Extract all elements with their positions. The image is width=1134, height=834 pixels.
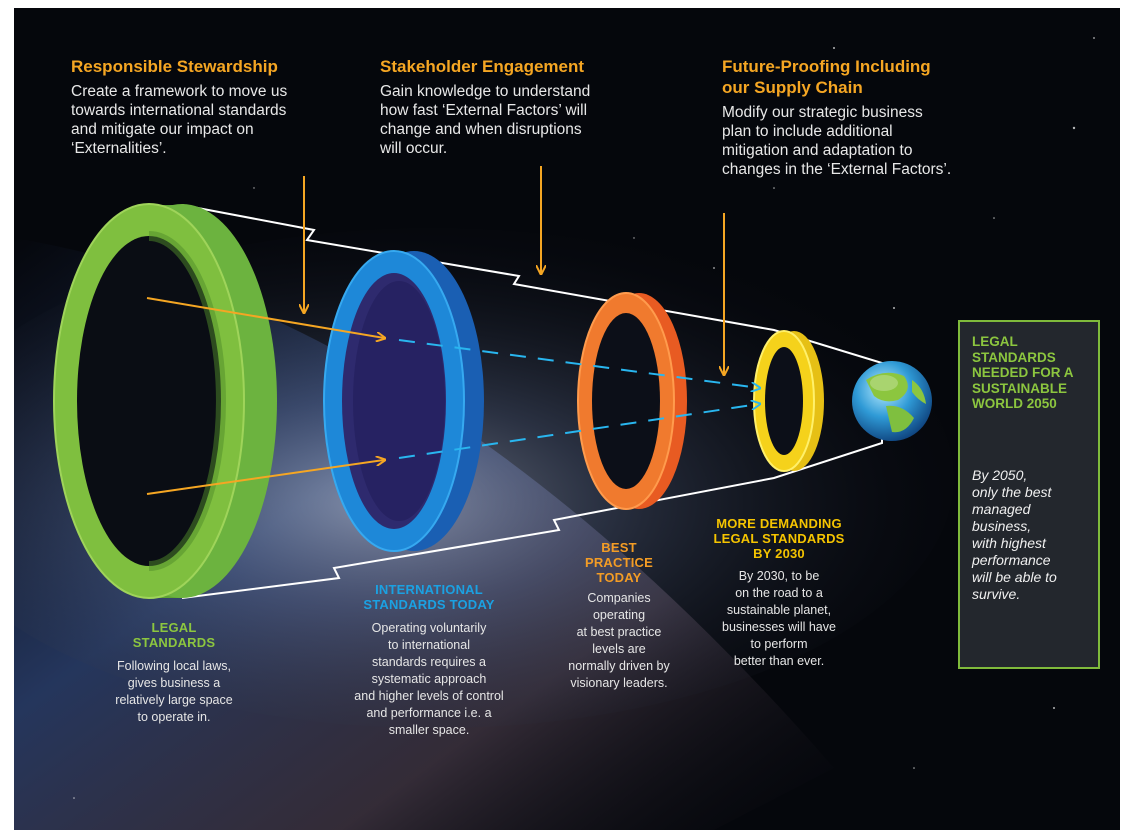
globe-icon bbox=[852, 361, 932, 441]
desc-line: Following local laws, bbox=[117, 659, 231, 673]
future-line: mitigation and adaptation to bbox=[722, 142, 913, 159]
stewardship-text: Create a framework to move us towards in… bbox=[71, 82, 287, 158]
blue-flow-arrows bbox=[398, 339, 759, 459]
future-heading-line: Future-Proofing Including bbox=[722, 57, 931, 76]
label-line: MORE DEMANDING bbox=[716, 516, 842, 531]
rings-diagram bbox=[14, 37, 1095, 830]
stewardship-line: towards international standards bbox=[71, 102, 287, 119]
desc-line: gives business a bbox=[127, 676, 221, 690]
label-line: BEST bbox=[601, 540, 637, 555]
future-heading-line: our Supply Chain bbox=[722, 78, 863, 97]
ring-international-standards bbox=[323, 250, 484, 552]
box-text-line: with highest bbox=[972, 535, 1046, 551]
desc-line: operating bbox=[592, 608, 646, 622]
desc-line: Operating voluntarily bbox=[371, 621, 487, 635]
stewardship-line: Create a framework to move us bbox=[71, 83, 288, 100]
legal-standards-label: LEGAL STANDARDS bbox=[99, 620, 249, 650]
future-line: Modify our strategic business bbox=[722, 104, 923, 121]
stars bbox=[73, 37, 1095, 799]
ring-demanding-standards bbox=[753, 330, 824, 472]
desc-line: businesses will have bbox=[722, 620, 836, 634]
desc-line: to operate in. bbox=[137, 710, 211, 724]
box-title-line: LEGAL bbox=[972, 334, 1018, 349]
box-text-line: will be able to bbox=[972, 569, 1057, 585]
box-title-line: SUSTAINABLE bbox=[972, 380, 1068, 396]
box-text-line: only the best bbox=[972, 484, 1052, 500]
desc-line: standards requires a bbox=[372, 655, 486, 669]
space-background: Responsible Stewardship Create a framewo… bbox=[14, 8, 1120, 830]
desc-line: to international bbox=[387, 638, 470, 652]
desc-line: systematic approach bbox=[371, 672, 487, 686]
desc-line: at best practice bbox=[576, 625, 662, 639]
label-line: STANDARDS bbox=[132, 635, 216, 650]
box-title-line: NEEDED FOR A bbox=[972, 365, 1074, 380]
engagement-line: will occur. bbox=[380, 140, 448, 157]
stewardship-line: and mitigate our impact on bbox=[71, 121, 254, 138]
desc-line: and higher levels of control bbox=[354, 689, 504, 703]
ring-legal-standards bbox=[53, 203, 277, 599]
desc-line: relatively large space bbox=[115, 693, 233, 707]
label-line: LEGAL STANDARDS bbox=[713, 531, 845, 546]
desc-line: levels are bbox=[592, 642, 646, 656]
engagement-line: Gain knowledge to understand bbox=[380, 83, 591, 100]
desc-line: normally driven by bbox=[568, 659, 670, 673]
engagement-heading: Stakeholder Engagement bbox=[380, 57, 585, 76]
future-text: Modify our strategic business plan to in… bbox=[722, 103, 951, 179]
label-line: TODAY bbox=[596, 570, 642, 585]
desc-line: to perform bbox=[750, 637, 808, 651]
stewardship-heading: Responsible Stewardship bbox=[71, 57, 278, 76]
legal-standards-desc: Following local laws, gives business a r… bbox=[99, 658, 249, 726]
engagement-line: change and when disruptions bbox=[380, 121, 582, 138]
heading-arrows bbox=[304, 166, 724, 374]
box-text: By 2050, only the best managed business,… bbox=[972, 467, 1092, 603]
desc-line: better than ever. bbox=[733, 654, 825, 668]
ring-best-practice bbox=[577, 292, 687, 510]
box-text-line: survive. bbox=[972, 586, 1021, 602]
engagement-line: how fast ‘External Factors’ will bbox=[380, 102, 588, 119]
best-practice-label: BEST PRACTICE TODAY bbox=[564, 540, 674, 585]
box-title-line: WORLD 2050 bbox=[972, 396, 1057, 411]
box-title-line: STANDARDS bbox=[972, 349, 1056, 365]
desc-line: visionary leaders. bbox=[570, 676, 668, 690]
box-text-line: performance bbox=[972, 552, 1051, 568]
desc-line: Companies bbox=[587, 591, 651, 605]
international-standards-label: INTERNATIONAL STANDARDS TODAY bbox=[344, 582, 514, 612]
box-text-line: By 2050, bbox=[972, 467, 1028, 483]
orange-flow-arrows bbox=[146, 297, 384, 495]
label-line: INTERNATIONAL bbox=[375, 582, 483, 597]
future-line: plan to include additional bbox=[722, 123, 893, 140]
box-text-line: business, bbox=[972, 518, 1032, 534]
label-line: LEGAL bbox=[151, 620, 197, 635]
future-line: changes in the ‘External Factors’. bbox=[722, 161, 952, 178]
demanding-standards-desc: By 2030, to be on the road to a sustaina… bbox=[699, 568, 859, 670]
desc-line: and performance i.e. a bbox=[366, 706, 492, 720]
best-practice-desc: Companies operating at best practice lev… bbox=[549, 590, 689, 692]
desc-line: By 2030, to be bbox=[738, 569, 820, 583]
stewardship-line: ‘Externalities’. bbox=[71, 140, 167, 157]
future-heading: Future-Proofing Including our Supply Cha… bbox=[722, 56, 931, 98]
sustainable-world-box: LEGAL STANDARDS NEEDED FOR A SUSTAINABLE… bbox=[958, 320, 1100, 669]
desc-line: sustainable planet, bbox=[726, 603, 832, 617]
box-title: LEGAL STANDARDS NEEDED FOR A SUSTAINABLE… bbox=[972, 334, 1096, 412]
label-line: STANDARDS TODAY bbox=[363, 597, 495, 612]
desc-line: on the road to a bbox=[735, 586, 823, 600]
demanding-standards-label: MORE DEMANDING LEGAL STANDARDS BY 2030 bbox=[704, 516, 854, 561]
label-line: BY 2030 bbox=[753, 546, 805, 561]
desc-line: smaller space. bbox=[388, 723, 470, 737]
label-line: PRACTICE bbox=[584, 555, 654, 570]
international-standards-desc: Operating voluntarily to international s… bbox=[339, 620, 519, 739]
box-text-line: managed bbox=[972, 501, 1031, 517]
engagement-text: Gain knowledge to understand how fast ‘E… bbox=[380, 82, 590, 158]
